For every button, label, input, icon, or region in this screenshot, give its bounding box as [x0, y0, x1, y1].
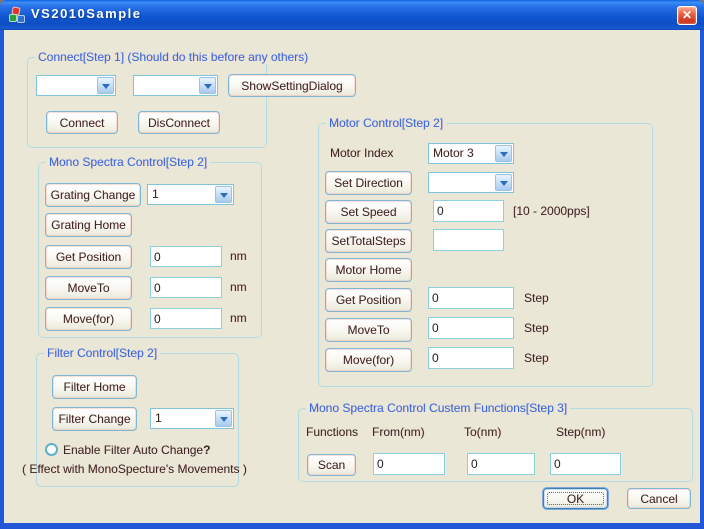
app-icon	[9, 6, 26, 24]
chevron-down-icon	[500, 152, 508, 157]
enable-filter-question-mark: ?	[203, 443, 211, 457]
chevron-down-icon	[220, 417, 228, 422]
group-connect: Connect[Step 1] (Should do this before a…	[27, 50, 312, 148]
app-icon-blue-shape	[17, 15, 25, 23]
enable-filter-auto-change-text: Enable Filter Auto Change	[63, 443, 204, 457]
speed-range-label: [10 - 2000pps]	[513, 204, 590, 218]
set-total-steps-button[interactable]: SetTotalSteps	[325, 229, 412, 253]
filter-note-label: ( Effect with MonoSpecture's Movements )	[22, 462, 247, 476]
motor-index-combobox-arrow[interactable]	[495, 145, 512, 162]
chevron-down-icon	[220, 193, 228, 198]
mono-position-unit-label: nm	[230, 249, 247, 263]
motor-position-unit-label: Step	[524, 291, 549, 305]
set-speed-button[interactable]: Set Speed	[325, 200, 412, 224]
group-custom-functions: Mono Spectra Control Custem Functions[St…	[298, 401, 693, 482]
filter-combobox-value: 1	[155, 411, 162, 425]
custom-functions-header: Functions	[306, 425, 359, 439]
set-direction-button[interactable]: Set Direction	[325, 171, 412, 195]
ok-button[interactable]: OK	[543, 488, 608, 509]
scan-step-field[interactable]	[550, 453, 621, 475]
group-filter: Filter Control[Step 2]	[36, 346, 239, 487]
motor-index-label: Motor Index	[330, 146, 394, 160]
scan-button[interactable]: Scan	[307, 454, 356, 476]
grating-combobox[interactable]: 1	[147, 184, 234, 205]
motor-movefor-field[interactable]	[428, 347, 514, 369]
direction-combobox-arrow[interactable]	[495, 174, 512, 191]
disconnect-button[interactable]: DisConnect	[138, 111, 220, 134]
grating-combobox-arrow[interactable]	[215, 186, 232, 203]
titlebar[interactable]: VS2010Sample ✕	[0, 0, 704, 30]
motor-position-field[interactable]	[428, 287, 514, 309]
mono-get-position-button[interactable]: Get Position	[45, 245, 132, 269]
filter-combobox-arrow[interactable]	[215, 410, 232, 427]
cancel-button[interactable]: Cancel	[627, 488, 691, 509]
group-mono-spectra: Mono Spectra Control[Step 2]	[38, 155, 262, 338]
custom-from-header: From(nm)	[372, 425, 425, 439]
connect-baud-combobox-arrow[interactable]	[199, 77, 216, 94]
dialog-client-area: Connect[Step 1] (Should do this before a…	[4, 30, 700, 523]
group-motor-title: Motor Control[Step 2]	[326, 116, 447, 130]
mono-moveto-button[interactable]: MoveTo	[45, 276, 132, 300]
enable-filter-auto-change-radio[interactable]	[45, 443, 58, 456]
ok-button-label: OK	[566, 491, 585, 506]
show-setting-dialog-button[interactable]: ShowSettingDialog	[228, 74, 356, 97]
total-steps-field[interactable]	[433, 229, 504, 251]
mono-movefor-button[interactable]: Move(for)	[45, 307, 132, 331]
connect-baud-combobox[interactable]	[133, 75, 218, 96]
motor-moveto-field[interactable]	[428, 317, 514, 339]
grating-combobox-value: 1	[152, 187, 159, 201]
grating-home-button[interactable]: Grating Home	[45, 213, 132, 237]
motor-movefor-button[interactable]: Move(for)	[325, 348, 412, 372]
filter-combobox[interactable]: 1	[150, 408, 234, 429]
custom-step-header: Step(nm)	[556, 425, 606, 439]
mono-movefor-field[interactable]	[150, 308, 222, 329]
motor-moveto-unit-label: Step	[524, 321, 549, 335]
mono-movefor-unit-label: nm	[230, 311, 247, 325]
speed-field[interactable]	[433, 200, 504, 222]
connect-port-combobox-arrow[interactable]	[97, 77, 114, 94]
motor-index-combobox[interactable]: Motor 3	[428, 143, 514, 164]
chevron-down-icon	[204, 84, 212, 89]
filter-home-button[interactable]: Filter Home	[52, 375, 137, 399]
group-filter-title: Filter Control[Step 2]	[44, 346, 161, 360]
ok-focus-rect	[547, 492, 604, 505]
connect-button[interactable]: Connect	[46, 111, 118, 134]
custom-to-header: To(nm)	[464, 425, 502, 439]
motor-get-position-button[interactable]: Get Position	[325, 288, 412, 312]
mono-position-field[interactable]	[150, 246, 222, 267]
mono-moveto-unit-label: nm	[230, 280, 247, 294]
scan-from-field[interactable]	[373, 453, 445, 475]
group-connect-title: Connect[Step 1] (Should do this before a…	[35, 50, 312, 64]
connect-port-combobox[interactable]	[36, 75, 116, 96]
enable-filter-auto-change-label: Enable Filter Auto Change?	[63, 443, 210, 457]
mono-moveto-field[interactable]	[150, 277, 222, 298]
close-button[interactable]: ✕	[677, 6, 697, 25]
motor-home-button[interactable]: Motor Home	[325, 258, 412, 282]
chevron-down-icon	[102, 84, 110, 89]
scan-to-field[interactable]	[467, 453, 535, 475]
group-custom-functions-title: Mono Spectra Control Custem Functions[St…	[306, 401, 571, 415]
direction-combobox[interactable]	[428, 172, 514, 193]
group-mono-spectra-title: Mono Spectra Control[Step 2]	[46, 155, 211, 169]
motor-index-combobox-value: Motor 3	[433, 146, 474, 160]
close-icon: ✕	[681, 8, 693, 22]
chevron-down-icon	[500, 181, 508, 186]
motor-moveto-button[interactable]: MoveTo	[325, 318, 412, 342]
group-motor: Motor Control[Step 2]	[318, 116, 653, 387]
grating-change-button[interactable]: Grating Change	[45, 183, 141, 207]
window-title: VS2010Sample	[31, 6, 142, 21]
app-icon-green-shape	[9, 14, 17, 22]
filter-change-button[interactable]: Filter Change	[52, 407, 137, 431]
motor-movefor-unit-label: Step	[524, 351, 549, 365]
